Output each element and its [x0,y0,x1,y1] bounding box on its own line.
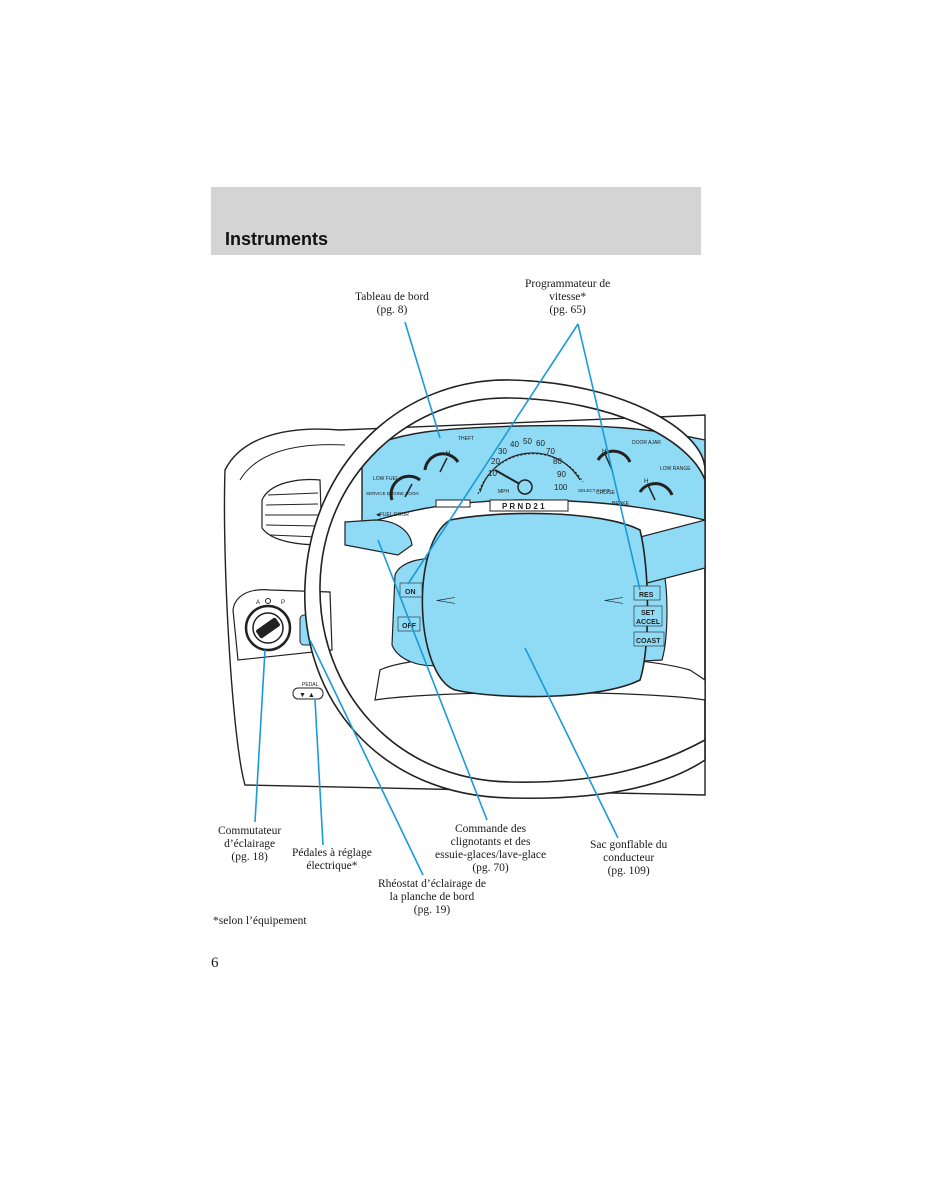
callout-cluster-line1: Tableau de bord [355,291,429,303]
horn-icon-left: 𝆒 [436,592,456,607]
pedal-switch[interactable]: PEDAL ▼ ▲ [292,682,324,700]
svg-text:H: H [602,449,606,455]
callout-cluster-line2: (pg. 8) [376,304,408,316]
callout-pedals-line1: Pédales à réglage [292,847,372,859]
svg-text:DOOR AJAR: DOOR AJAR [632,440,661,446]
callout-headlamp-line3: (pg. 18) [231,851,268,863]
fuel-gauge [389,474,421,501]
callout-airbag-line2: conducteur [603,852,655,864]
cruise-off-button[interactable]: OFF [397,616,421,632]
airbag-cover [421,512,649,698]
svg-text:SET: SET [641,610,655,617]
svg-text:OFF: OFF [402,623,417,630]
temp-gauge: H [423,451,460,473]
callout-pedals: Pédales à réglage électrique* [292,847,372,873]
svg-text:H: H [446,451,450,457]
svg-text:SELECT SHIFT: SELECT SHIFT [578,488,610,493]
callout-stalk-line1: Commande des [454,823,527,835]
gear-indicator [489,499,569,512]
svg-text:MPH: MPH [498,489,510,495]
callout-stalk: Commande des clignotants et des essuie-g… [435,823,546,875]
svg-text:BRAKE: BRAKE [612,501,630,507]
callout-stalk-line2: clignotants et des [450,836,531,848]
turn-signal-stalk[interactable] [344,519,413,556]
callout-cruise-line1: Programmateur de [525,278,611,290]
callout-cruise-line2: vitesse* [549,291,587,303]
page-number: 6 [211,955,219,971]
speedometer: 10 20 30 40 50 60 70 80 90 100 [477,437,584,495]
callout-airbag-line3: (pg. 109) [607,865,650,877]
svg-text:CRUISE: CRUISE [596,490,616,496]
svg-text:90: 90 [557,470,566,479]
svg-text:ACCEL: ACCEL [636,619,661,626]
svg-text:PEDAL: PEDAL [302,682,319,688]
callout-dimmer: Rhéostat d’éclairage de la planche de bo… [378,878,486,917]
callout-pedals-line2: électrique* [306,860,358,872]
callout-headlamp-line1: Commutateur [218,825,282,837]
svg-text:A: A [256,600,260,606]
svg-text:▼ ▲: ▼ ▲ [299,692,315,699]
svg-text:40: 40 [510,440,519,449]
callout-dimmer-line3: (pg. 19) [413,904,451,916]
leader-lines [254,321,641,876]
callout-stalk-line4: (pg. 70) [472,862,509,874]
callout-dimmer-line2: la planche de bord [389,891,475,903]
svg-text:LOW FUEL: LOW FUEL [373,476,399,482]
svg-text:30: 30 [498,447,507,456]
callout-cruise: Programmateur de vitesse* (pg. 65) [525,278,610,317]
volt-gauge: H [638,479,674,501]
svg-text:70: 70 [546,447,555,456]
header-band: Instruments [211,187,701,255]
svg-text:80: 80 [553,457,562,466]
svg-text:RES: RES [639,592,654,599]
headlamp-switch[interactable]: A P [244,598,292,652]
page-title: Instruments [225,229,329,249]
footnote: *selon l’équipement [213,915,307,927]
svg-text:50: 50 [523,437,532,446]
svg-text:P: P [281,600,285,606]
callout-headlamp: Commutateur d’éclairage (pg. 18) [218,825,281,864]
svg-text:100: 100 [554,483,568,492]
callout-headlamp-line2: d’éclairage [224,838,276,850]
svg-text:COAST: COAST [636,638,661,645]
svg-text:P R N D 2 1: P R N D 2 1 [502,502,545,511]
callout-cruise-line3: (pg. 65) [549,304,586,316]
cruise-coast-button[interactable]: COAST [633,631,665,647]
callout-airbag-line1: Sac gonflable du [590,839,668,851]
svg-text:LOW RANGE: LOW RANGE [660,466,691,472]
callout-stalk-line3: essuie-glaces/lave-glace [435,849,547,861]
odometer [435,499,471,508]
cruise-set-accel-button[interactable]: SET ACCEL [633,605,663,627]
svg-text:60: 60 [536,439,545,448]
cruise-on-button[interactable]: ON [399,582,423,598]
svg-text:10: 10 [488,469,497,478]
callout-airbag: Sac gonflable du conducteur (pg. 109) [590,839,667,878]
svg-text:H: H [644,479,648,485]
horn-icon-right: 𝆒 [604,592,624,607]
svg-text:20: 20 [491,457,500,466]
steering-wheel-rim [304,379,706,800]
svg-text:ON: ON [405,589,416,596]
svg-text:THEFT: THEFT [458,436,474,442]
svg-text:◀FUEL DOOR: ◀FUEL DOOR [376,512,409,518]
cruise-res-button[interactable]: RES [633,585,661,601]
callout-cluster: Tableau de bord (pg. 8) [355,291,429,317]
callout-dimmer-line1: Rhéostat d’éclairage de [378,878,486,890]
